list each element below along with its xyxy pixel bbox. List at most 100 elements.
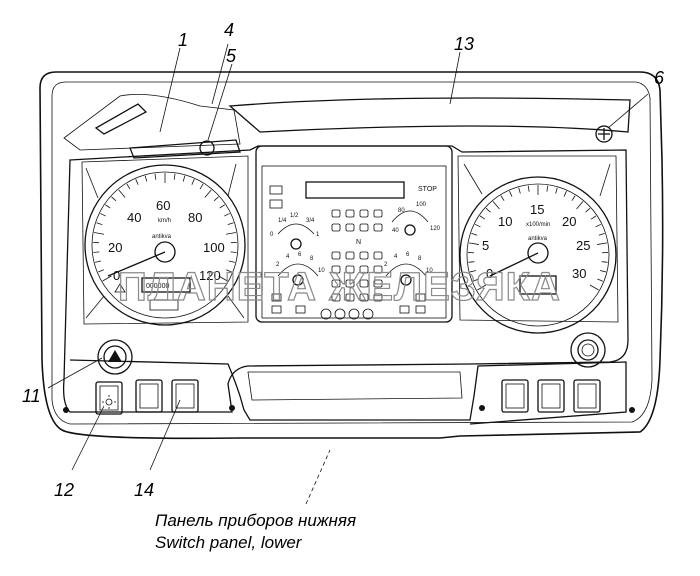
switch-2 — [135, 379, 163, 413]
speedo-num-100: 100 — [203, 240, 225, 255]
callout-13: 13 — [454, 34, 474, 54]
fuel-gauge — [290, 238, 302, 250]
right-gauge-housing — [457, 155, 619, 323]
speedometer-needle — [107, 251, 166, 277]
dial-tick — [589, 284, 599, 291]
callout-5: 5 — [226, 46, 237, 66]
dial-tick — [595, 223, 602, 228]
warning-lamp-icon — [271, 305, 282, 314]
warning-lamp-icon — [345, 293, 355, 302]
speedo-num-40: 40 — [127, 210, 141, 225]
warning-lamp-icon — [373, 223, 383, 232]
warning-lamp-icon — [345, 279, 355, 288]
pressure-gauge-right — [400, 274, 412, 286]
center-warning-module: STOP 0 1/4 1/2 3/4 1 40 80 100 120 2 4 6… — [255, 145, 453, 323]
pl-mark-4: 4 — [286, 254, 290, 260]
pr-mark-6: 6 — [406, 252, 410, 258]
dial-tick — [135, 179, 139, 185]
warning-lamp-icon — [415, 305, 426, 314]
center-display — [305, 181, 405, 199]
dial-tick — [600, 270, 607, 273]
dial-tick — [96, 222, 103, 225]
stop-label: STOP — [418, 186, 437, 193]
dial-tick — [597, 278, 604, 282]
bottom-lamp-2 — [334, 308, 346, 320]
bottom-lamp-1 — [320, 308, 332, 320]
dial-tick — [213, 196, 219, 202]
warning-lamp-icon — [415, 293, 426, 302]
speedo-unit: km/h — [158, 218, 171, 224]
dial-tick — [471, 232, 478, 236]
fuel-mark-34: 3/4 — [306, 218, 315, 224]
dial-tick — [598, 232, 605, 236]
dial-tick — [228, 260, 235, 263]
dial-tick — [225, 232, 236, 235]
warning-lamp-icon — [345, 251, 355, 260]
callout-14: 14 — [134, 480, 154, 500]
right-switch-1 — [501, 379, 529, 413]
dial-tick — [98, 269, 104, 273]
warning-lamp-icon — [373, 265, 383, 274]
dial-tick — [469, 270, 476, 273]
dial-tick — [500, 195, 505, 201]
dial-tick — [126, 183, 131, 190]
callout-6: 6 — [654, 68, 665, 88]
warning-lamp-icon — [373, 209, 383, 218]
dial-tick — [218, 275, 228, 282]
switch-panel-lower — [247, 371, 463, 401]
dial-tick — [477, 284, 487, 291]
speedo-num-60: 60 — [156, 198, 170, 213]
hazard-triangle-icon — [108, 350, 122, 362]
bottom-lamp-3 — [348, 308, 360, 320]
warning-lamp-icon — [359, 251, 369, 260]
odometer-value: 000000 — [146, 283, 169, 290]
dial-tick — [546, 185, 549, 192]
callout-11: 11 — [22, 386, 41, 406]
warning-lamp-icon — [295, 305, 306, 314]
tacho-display — [519, 275, 557, 295]
tacho-num-30: 30 — [572, 266, 586, 281]
warning-lamp-icon — [373, 251, 383, 260]
dial-tick — [479, 215, 486, 220]
warning-lamp-icon — [271, 293, 282, 302]
sun-icon — [102, 395, 116, 409]
warning-lamp-icon — [331, 293, 341, 302]
dial-tick — [492, 201, 500, 210]
dial-tick — [601, 261, 608, 263]
tachometer-needle — [489, 252, 539, 277]
warning-triangle-icon — [114, 283, 126, 293]
tacho-unit: x100/min — [526, 222, 550, 228]
speedometer: 0 20 40 60 80 100 120 km/h antikva 00000… — [84, 164, 246, 326]
tacho-brand: antikva — [528, 236, 548, 242]
dial-tick — [111, 196, 117, 202]
dial-tick — [118, 189, 126, 198]
warning-lamp-icon — [331, 223, 341, 232]
switch-14 — [171, 379, 199, 413]
dial-tick — [102, 275, 112, 282]
tachometer: 0 5 10 15 20 25 30 x100/min antikva — [459, 176, 617, 334]
callout-12: 12 — [54, 480, 74, 500]
dial-tick — [226, 269, 232, 273]
dial-tick — [173, 173, 176, 180]
caption-english: Switch panel, lower — [155, 533, 303, 552]
dial-tick — [191, 179, 195, 185]
indicator-lamps — [271, 209, 426, 314]
warning-lamp-icon — [359, 293, 369, 302]
warning-lamp-icon — [373, 279, 383, 288]
tacho-num-25: 25 — [576, 238, 590, 253]
hood-cover-13 — [228, 97, 631, 133]
dial-tick — [154, 173, 157, 180]
dial-tick — [472, 278, 479, 282]
dial-tick — [204, 189, 212, 198]
odometer-display — [141, 277, 191, 293]
tacho-num-10: 10 — [498, 214, 512, 229]
speedo-brand: antikva — [152, 234, 172, 240]
dial-tick — [95, 260, 102, 263]
lever-part-1 — [94, 103, 148, 135]
warning-lamp-icon — [331, 265, 341, 274]
warning-lamp-icon — [359, 279, 369, 288]
leader-lines — [47, 43, 649, 505]
truck-icon — [269, 185, 283, 195]
dial-tick — [468, 242, 479, 245]
